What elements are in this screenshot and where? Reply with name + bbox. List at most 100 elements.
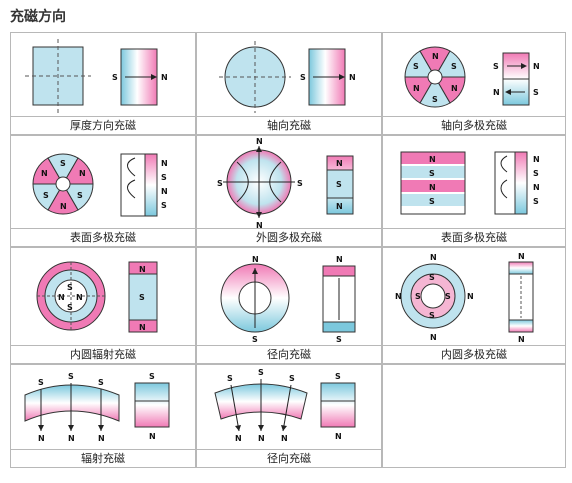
label-n: N [395, 292, 402, 301]
radial-ring-diagram: N S N S [220, 255, 356, 344]
label-s: S [429, 197, 435, 206]
label-n: N [79, 169, 86, 178]
cell-surface-multipole-2: N S N S N S N S 表面多极充磁 [382, 135, 566, 247]
label-s: S [149, 372, 155, 381]
label-s: S [38, 378, 44, 387]
caption: 厚度方向充磁 [11, 116, 195, 134]
label-n: N [98, 434, 105, 443]
label-n: N [139, 265, 146, 274]
label-n: N [256, 221, 263, 230]
label-s: S [161, 173, 167, 182]
label-s: S [67, 303, 73, 312]
label-s: S [297, 179, 303, 188]
label-n: N [451, 84, 458, 93]
label-n: N [335, 432, 342, 441]
label-s: S [112, 73, 118, 82]
label-s: S [533, 88, 539, 97]
cell-radial-2: S S S N N N S N 径向充磁 [196, 364, 382, 468]
surface-multipole-block-diagram: N S N S N S N S [400, 151, 540, 215]
caption: 轴向多极充磁 [383, 116, 565, 134]
label-n: N [467, 292, 474, 301]
label-s: S [67, 283, 73, 292]
label-s: S [429, 169, 435, 178]
surface-multipole-diagram: S N S N S N N S N S [32, 153, 168, 217]
label-n: N [60, 202, 67, 211]
label-n: N [252, 255, 259, 264]
label-s: S [336, 335, 342, 344]
label-s: S [43, 191, 49, 200]
label-s: S [336, 180, 342, 189]
label-n: N [76, 293, 83, 302]
label-n: N [149, 432, 156, 441]
label-n: N [518, 252, 525, 261]
cell-surface-multipole-1: S N S N S N N S N S 表面多极充磁 [10, 135, 196, 247]
label-n: N [518, 335, 525, 344]
page-title: 充磁方向 [10, 9, 66, 25]
cell-outer-multipole: N N S S N S N 外圆多极充磁 [196, 135, 382, 247]
label-s: S [432, 95, 438, 104]
radiating-arc-diagram: S S S N N N S N [24, 372, 170, 443]
cell-inner-multipole: N N N N S S S S N N 内圆多极充磁 [382, 247, 566, 364]
cell-radial-1: N S N S 径向充磁 [196, 247, 382, 364]
label-s: S [493, 62, 499, 71]
cell-inner-radial: S N N S N S N 内圆辐射充磁 [10, 247, 196, 364]
label-s: S [252, 335, 258, 344]
caption: 外圆多极充磁 [197, 228, 381, 246]
label-n: N [429, 183, 436, 192]
caption: 内圆多极充磁 [383, 345, 565, 363]
label-n: N [161, 73, 168, 82]
caption: 表面多极充磁 [383, 228, 565, 246]
cell-radiating: S S S N N N S N 辐射充磁 [10, 364, 196, 468]
label-s: S [533, 197, 539, 206]
outer-multipole-diagram: N N S S N S N [217, 137, 354, 230]
label-s: S [227, 374, 233, 383]
label-n: N [432, 52, 439, 61]
label-n: N [533, 155, 540, 164]
cell-axial: S N 轴向充磁 [196, 32, 382, 135]
label-n: N [349, 73, 356, 82]
label-n: N [430, 333, 437, 342]
label-n: N [429, 155, 436, 164]
label-n: N [161, 159, 168, 168]
cell-axial-multipole: N S N S N S S N N S 轴向多极充磁 [382, 32, 566, 135]
label-s: S [413, 62, 419, 71]
label-s: S [445, 292, 451, 301]
label-s: S [77, 191, 83, 200]
label-s: S [98, 378, 104, 387]
label-n: N [533, 62, 540, 71]
inner-radial-diagram: S N N S N S N [36, 261, 158, 333]
label-n: N [413, 84, 420, 93]
label-n: N [430, 253, 437, 262]
label-n: N [533, 183, 540, 192]
label-s: S [300, 73, 306, 82]
label-s: S [429, 273, 435, 282]
caption: 辐射充磁 [11, 449, 195, 467]
caption: 表面多极充磁 [11, 228, 195, 246]
label-s: S [451, 62, 457, 71]
label-n: N [68, 434, 75, 443]
label-n: N [256, 137, 263, 146]
label-n: N [258, 434, 265, 443]
caption: 径向充磁 [197, 345, 381, 363]
label-n: N [235, 434, 242, 443]
label-n: N [336, 255, 343, 264]
label-s: S [161, 201, 167, 210]
caption: 轴向充磁 [197, 116, 381, 134]
label-n: N [41, 169, 48, 178]
cell-thickness-direction: S N 厚度方向充磁 [10, 32, 196, 135]
axial-multipole-diagram: N S N S N S S N N S [404, 46, 540, 108]
label-s: S [258, 368, 264, 377]
label-s: S [533, 169, 539, 178]
label-s: S [429, 311, 435, 320]
label-n: N [58, 293, 65, 302]
thickness-direction-diagram: S N [25, 39, 168, 113]
inner-multipole-diagram: N N N N S S S S N N [395, 252, 534, 344]
label-n: N [161, 187, 168, 196]
label-s: S [217, 179, 223, 188]
axial-diagram: S N [219, 41, 356, 113]
label-n: N [493, 88, 500, 97]
cell-empty [382, 364, 566, 468]
label-s: S [68, 372, 74, 381]
label-s: S [415, 292, 421, 301]
